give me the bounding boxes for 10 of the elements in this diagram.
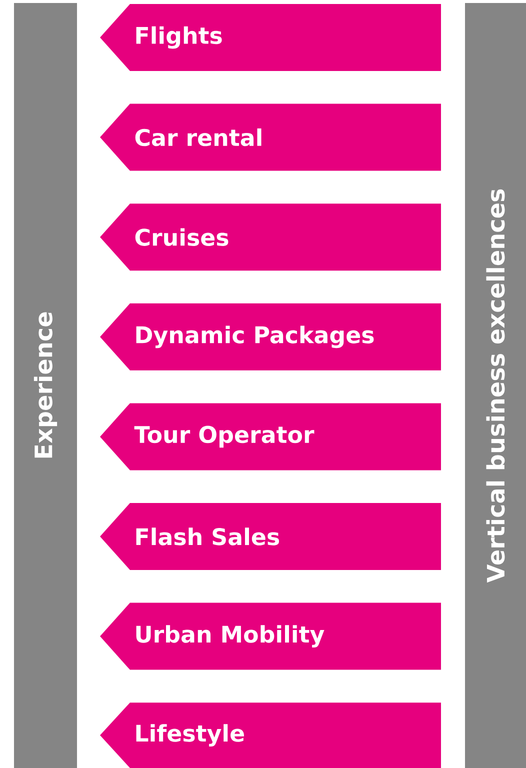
pointed-banner: Urban Mobility — [100, 602, 441, 670]
side-band: Vertical business excellences — [465, 3, 526, 768]
pointed-banner: Car rental — [100, 104, 441, 171]
pointed-banner: Cruises — [100, 204, 441, 271]
pointed-banner: Dynamic Packages — [100, 303, 441, 370]
side-band: Experience — [14, 3, 77, 768]
pointed-banner: Tour Operator — [100, 403, 441, 470]
pointed-banner: Lifestyle — [100, 702, 441, 768]
pointed-banner: Flash Sales — [100, 503, 441, 570]
pointed-banner: Flights — [100, 4, 441, 71]
